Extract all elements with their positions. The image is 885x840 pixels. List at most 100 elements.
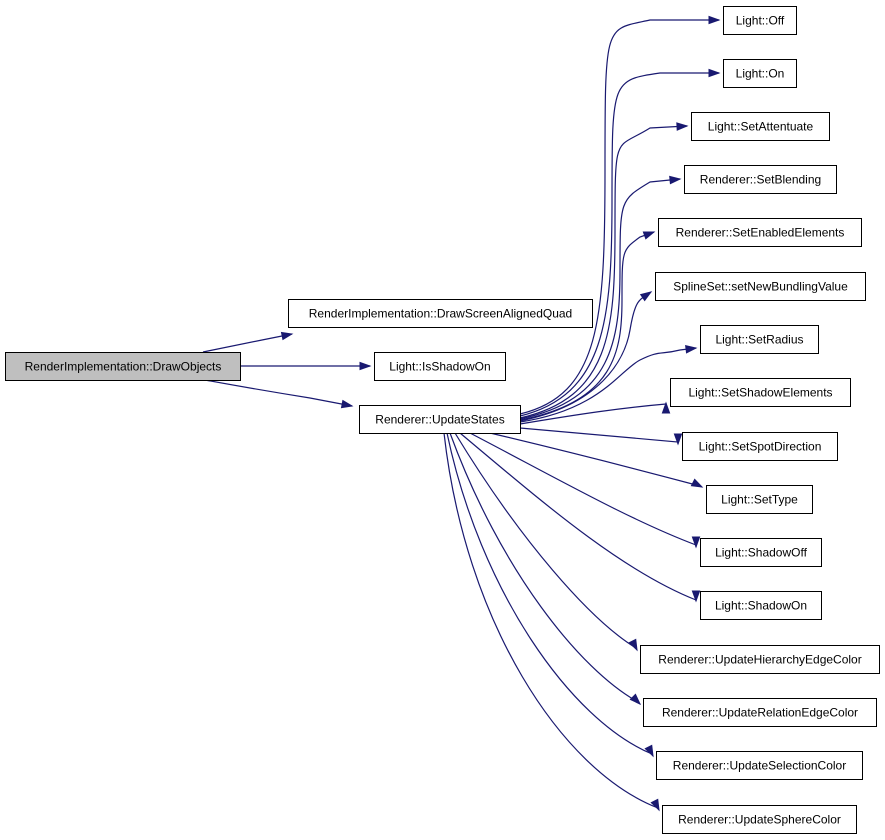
node-root[interactable]: RenderImplementation::DrawObjects	[5, 352, 241, 381]
edge-line	[519, 347, 697, 423]
arrowhead-icon	[642, 231, 656, 240]
arrowhead-icon	[669, 175, 682, 185]
edge-updatestates-to-setshadowelements	[519, 401, 671, 425]
node-box[interactable]	[656, 751, 863, 780]
edge-updatestates-to-shadowoff	[469, 432, 701, 549]
edge-root-to-updatestates	[204, 379, 354, 409]
node-box[interactable]	[706, 485, 813, 514]
edge-root-to-dsaq	[202, 331, 294, 353]
arrowhead-icon	[673, 433, 683, 446]
node-spherecolor[interactable]: Renderer::UpdateSphereColor	[662, 805, 857, 834]
node-label: Light::On	[736, 67, 785, 81]
edge-line	[519, 19, 719, 415]
node-shadowon[interactable]: Light::ShadowOn	[700, 591, 822, 620]
edge-updatestates-to-hierarchyedge	[454, 432, 638, 652]
node-box[interactable]	[700, 538, 822, 567]
node-box[interactable]	[723, 59, 797, 88]
edge-updatestates-to-setspotdirection	[519, 427, 683, 446]
node-box[interactable]	[359, 405, 521, 434]
node-label: RenderImplementation::DrawObjects	[25, 360, 222, 374]
edge-updatestates-to-spherecolor	[443, 432, 660, 812]
node-box[interactable]	[700, 325, 819, 354]
edge-updatestates-to-off	[519, 15, 721, 415]
node-dsaq[interactable]: RenderImplementation::DrawScreenAlignedQ…	[288, 299, 593, 328]
edge-line	[449, 432, 641, 705]
node-box[interactable]	[288, 299, 593, 328]
node-box[interactable]	[670, 378, 851, 407]
node-label: RenderImplementation::DrawScreenAlignedQ…	[309, 307, 572, 321]
arrowhead-icon	[708, 68, 721, 78]
edge-line	[469, 432, 697, 547]
node-settype[interactable]: Light::SetType	[706, 485, 813, 514]
edge-line	[519, 291, 652, 422]
arrowhead-icon	[628, 638, 638, 652]
node-selectioncolor[interactable]: Renderer::UpdateSelectionColor	[656, 751, 863, 780]
node-box[interactable]	[662, 805, 857, 834]
edge-line	[519, 125, 688, 419]
node-label: Light::SetRadius	[715, 333, 803, 347]
node-updatestates[interactable]: Renderer::UpdateStates	[359, 405, 521, 434]
node-box[interactable]	[700, 591, 822, 620]
node-off[interactable]: Light::Off	[723, 6, 797, 35]
edge-updatestates-to-settype	[489, 432, 704, 488]
edge-updatestates-to-on	[519, 68, 721, 417]
arrowhead-icon	[340, 399, 354, 409]
edge-updatestates-to-shadowon	[459, 432, 701, 603]
node-label: Renderer::SetEnabledElements	[676, 226, 845, 240]
edge-line	[204, 379, 353, 407]
arrowhead-icon	[691, 590, 701, 603]
edge-line	[519, 178, 681, 420]
edge-updatestates-to-splineset	[519, 291, 653, 422]
arrowhead-icon	[639, 291, 653, 302]
edge-line	[459, 432, 697, 601]
node-label: Renderer::UpdateSelectionColor	[673, 759, 846, 773]
node-label: SplineSet::setNewBundlingValue	[673, 280, 848, 294]
node-splineset[interactable]: SplineSet::setNewBundlingValue	[655, 272, 866, 301]
node-label: Light::Off	[736, 14, 785, 28]
node-setradius[interactable]: Light::SetRadius	[700, 325, 819, 354]
edge-line	[443, 432, 660, 811]
arrowhead-icon	[690, 478, 704, 488]
arrowhead-icon	[644, 744, 654, 758]
edge-line	[489, 432, 703, 488]
node-box[interactable]	[643, 698, 877, 727]
node-isshadow[interactable]: Light::IsShadowOn	[374, 352, 506, 381]
node-setenabled[interactable]: Renderer::SetEnabledElements	[658, 218, 862, 247]
node-box[interactable]	[691, 112, 830, 141]
edge-updatestates-to-setradius	[519, 345, 698, 423]
node-box[interactable]	[640, 645, 880, 674]
node-shadowoff[interactable]: Light::ShadowOff	[700, 538, 822, 567]
node-label: Renderer::SetBlending	[700, 173, 821, 187]
node-label: Light::IsShadowOn	[389, 360, 490, 374]
node-setspotdirection[interactable]: Light::SetSpotDirection	[682, 432, 838, 461]
node-setblending[interactable]: Renderer::SetBlending	[684, 165, 837, 194]
node-label: Renderer::UpdateRelationEdgeColor	[662, 706, 858, 720]
node-box[interactable]	[5, 352, 241, 381]
node-box[interactable]	[658, 218, 862, 247]
node-box[interactable]	[374, 352, 506, 381]
node-label: Light::SetType	[721, 493, 798, 507]
edge-root-to-isshadow	[240, 361, 372, 371]
node-box[interactable]	[655, 272, 866, 301]
node-relationedge[interactable]: Renderer::UpdateRelationEdgeColor	[643, 698, 877, 727]
node-box[interactable]	[682, 432, 838, 461]
arrowhead-icon	[661, 401, 671, 414]
node-label: Light::ShadowOff	[715, 546, 808, 560]
edge-line	[519, 427, 679, 444]
edge-updatestates-to-setattenuate	[519, 122, 689, 419]
edge-line	[519, 403, 667, 425]
edge-updatestates-to-setblending	[519, 175, 682, 420]
node-label: Light::SetSpotDirection	[699, 440, 822, 454]
node-label: Renderer::UpdateHierarchyEdgeColor	[658, 653, 861, 667]
node-hierarchyedge[interactable]: Renderer::UpdateHierarchyEdgeColor	[640, 645, 880, 674]
node-setattenuate[interactable]: Light::SetAttentuate	[691, 112, 830, 141]
node-on[interactable]: Light::On	[723, 59, 797, 88]
node-box[interactable]	[723, 6, 797, 35]
node-label: Light::SetShadowElements	[688, 386, 832, 400]
node-box[interactable]	[684, 165, 837, 194]
edges-layer	[202, 15, 721, 812]
arrowhead-icon	[280, 331, 294, 341]
node-setshadowelements[interactable]: Light::SetShadowElements	[670, 378, 851, 407]
